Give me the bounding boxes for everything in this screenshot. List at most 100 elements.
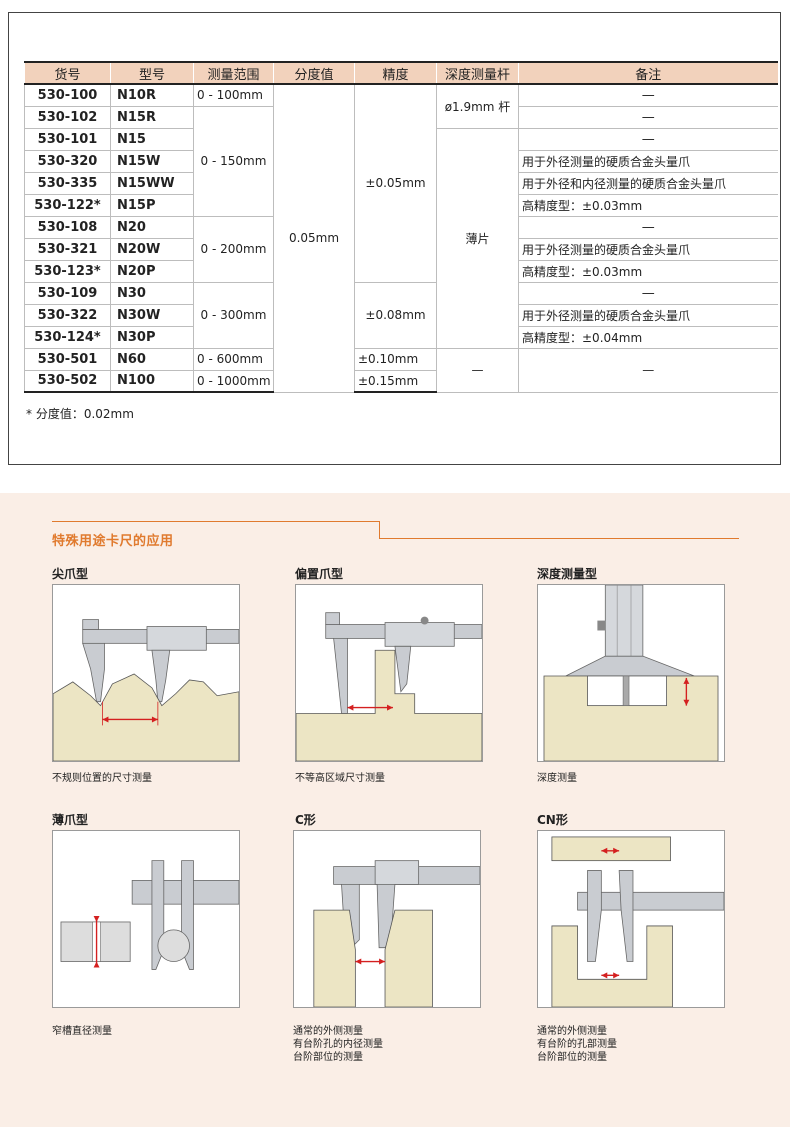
table-row: 530-124* N30P 高精度型：±0.04mm (24, 326, 778, 349)
cell-code: 530-108 (24, 216, 111, 239)
cell-note: — (518, 84, 778, 107)
app-heading-c-type: C形 (295, 813, 316, 827)
spec-table-card: 货号 型号 测量范围 分度值 精度 深度测量杆 备注 530-100 N10R … (8, 12, 781, 465)
table-footnote: * 分度值：0.02mm (26, 407, 134, 421)
title-rule-right (379, 521, 739, 539)
caption-line: 有台阶孔的内径测量 (293, 1039, 383, 1050)
table-row: 530-502 N100 0 - 1000mm ±0.15mm (24, 370, 778, 393)
caption-line: 不等高区域尺寸测量 (295, 773, 385, 784)
pointed-jaw-illustration (52, 584, 240, 762)
caption-line: 不规则位置的尺寸测量 (52, 773, 152, 784)
cell-depth-rod: — (436, 348, 519, 393)
cell-range: 0 - 200mm (193, 216, 274, 283)
cell-code: 530-501 (24, 348, 111, 371)
caption-line: 深度测量 (537, 773, 577, 784)
table-row: 530-100 N10R 0 - 100mm 0.05mm ±0.05mm ø1… (24, 84, 778, 393)
app-caption-pointed-jaw: 不规则位置的尺寸测量 (52, 772, 152, 785)
cell-note: — (518, 282, 778, 305)
app-heading-pointed-jaw: 尖爪型 (52, 567, 89, 581)
table-row: 530-108 N20 0 - 200mm — (24, 216, 778, 283)
app-heading-depth: 深度测量型 (537, 567, 598, 581)
cell-accuracy: ±0.08mm (354, 282, 437, 349)
cell-code: 530-320 (24, 150, 111, 173)
table-header-row: 货号 型号 测量范围 分度值 精度 深度测量杆 备注 (24, 61, 778, 85)
c-type-figure (313, 860, 480, 1007)
app-heading-offset-jaw: 偏置爪型 (295, 567, 344, 581)
table-row: 530-123* N20P 高精度型：±0.03mm (24, 260, 778, 283)
cn-type-illustration (537, 830, 725, 1008)
cell-model: N30W (110, 304, 194, 327)
offset-jaw-illustration (295, 584, 483, 762)
caption-line: 台阶部位的测量 (293, 1052, 363, 1063)
cell-code: 530-109 (24, 282, 111, 305)
cell-note: 用于外径和内径测量的硬质合金头量爪 (518, 172, 778, 195)
cell-code: 530-122* (24, 194, 111, 217)
cell-model: N20 (110, 216, 194, 239)
offset-jaw-figure (296, 612, 482, 761)
cell-model: N10R (110, 84, 194, 107)
cn-type-figure (551, 836, 724, 1007)
cell-model: N30P (110, 326, 194, 349)
cell-code: 530-102 (24, 106, 111, 129)
cell-model: N15 (110, 128, 194, 151)
table-row: 530-109 N30 0 - 300mm ±0.08mm — (24, 282, 778, 349)
cell-model: N20P (110, 260, 194, 283)
cell-model: N15R (110, 106, 194, 129)
app-heading-thin-jaw: 薄爪型 (52, 813, 89, 827)
cell-model: N15P (110, 194, 194, 217)
pointed-jaw-figure (53, 619, 239, 761)
cell-note: — (518, 216, 778, 239)
caption-line: 台阶部位的测量 (537, 1052, 607, 1063)
cell-accuracy: ±0.15mm (354, 370, 437, 393)
caption-line: 有台阶的孔部测量 (537, 1039, 617, 1050)
cell-note: — (518, 128, 778, 151)
caption-line: 窄槽直径测量 (52, 1026, 112, 1037)
cell-note: 高精度型：±0.03mm (518, 194, 778, 217)
depth-illustration (537, 584, 725, 762)
depth-figure (543, 585, 719, 761)
app-caption-c-type: 通常的外侧测量 有台阶孔的内径测量 台阶部位的测量 (293, 1025, 383, 1064)
cell-code: 530-502 (24, 370, 111, 393)
table-row: 530-322 N30W 用于外径测量的硬质合金头量爪 (24, 304, 778, 327)
header-code: 货号 (24, 61, 111, 85)
cell-note: 用于外径测量的硬质合金头量爪 (518, 150, 778, 173)
header-graduation: 分度值 (273, 61, 355, 85)
cell-note: — (518, 348, 778, 393)
table-row: 530-501 N60 0 - 600mm ±0.10mm — — (24, 348, 778, 393)
thin-jaw-figure (60, 860, 239, 970)
cell-code: 530-322 (24, 304, 111, 327)
app-caption-depth: 深度测量 (537, 772, 577, 785)
caption-line: 通常的外侧测量 (293, 1026, 363, 1037)
cell-model: N15W (110, 150, 194, 173)
cell-range: 0 - 1000mm (193, 370, 274, 393)
cell-code: 530-124* (24, 326, 111, 349)
app-caption-thin-jaw: 窄槽直径测量 (52, 1025, 112, 1038)
caption-line: 通常的外侧测量 (537, 1026, 607, 1037)
cell-model: N30 (110, 282, 194, 305)
table-row: 530-122* N15P 高精度型：±0.03mm (24, 194, 778, 217)
cell-code: 530-101 (24, 128, 111, 151)
header-depth-rod: 深度测量杆 (436, 61, 519, 85)
table-row: 530-335 N15WW 用于外径和内径测量的硬质合金头量爪 (24, 172, 778, 195)
cell-depth-rod: ø1.9mm 杆 (436, 84, 519, 129)
header-note: 备注 (518, 61, 778, 85)
cell-note: 高精度型：±0.03mm (518, 260, 778, 283)
header-range: 测量范围 (193, 61, 274, 85)
app-caption-cn-type: 通常的外侧测量 有台阶的孔部测量 台阶部位的测量 (537, 1025, 617, 1064)
header-accuracy: 精度 (354, 61, 437, 85)
cell-range: 0 - 600mm (193, 348, 274, 371)
cell-accuracy: ±0.10mm (354, 348, 437, 371)
cell-model: N100 (110, 370, 194, 393)
cell-note: 高精度型：±0.04mm (518, 326, 778, 349)
cell-range: 0 - 300mm (193, 282, 274, 349)
applications-title: 特殊用途卡尺的应用 (52, 534, 174, 549)
cell-model: N60 (110, 348, 194, 371)
applications-panel: 特殊用途卡尺的应用 尖爪型 不规则位置的尺寸测量 偏置爪型 (0, 493, 790, 1127)
cell-code: 530-100 (24, 84, 111, 107)
table-row: 530-320 N15W 用于外径测量的硬质合金头量爪 (24, 150, 778, 173)
cell-note: 用于外径测量的硬质合金头量爪 (518, 238, 778, 261)
c-type-illustration (293, 830, 481, 1008)
app-heading-cn-type: CN形 (537, 813, 568, 827)
header-model: 型号 (110, 61, 194, 85)
cell-code: 530-335 (24, 172, 111, 195)
